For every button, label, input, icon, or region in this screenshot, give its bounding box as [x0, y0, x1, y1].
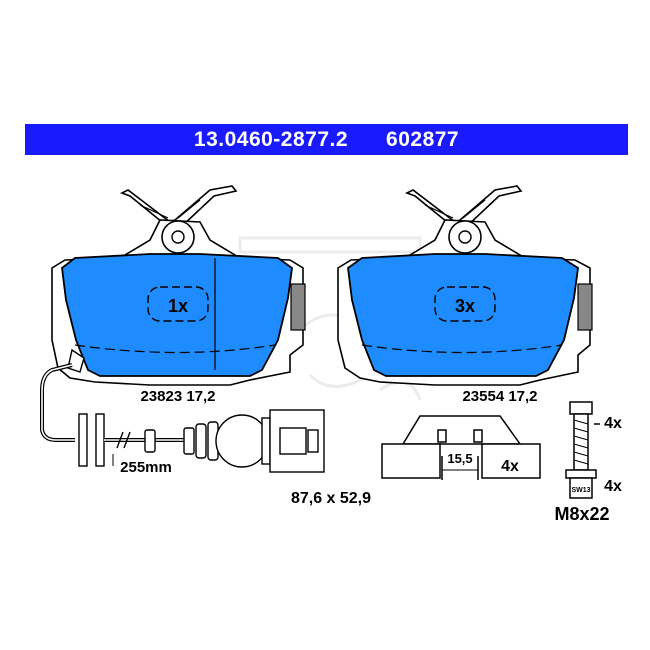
bolt-thread-label: M8x22	[554, 504, 609, 524]
retaining-clip	[381, 415, 541, 480]
bolt-qty-label: 4x	[604, 415, 622, 432]
friction-material-left	[61, 253, 293, 377]
sensor-length-label: 255mm	[120, 459, 172, 476]
pad-dimensions-label: 87,6 x 52,9	[291, 490, 371, 507]
reference-number: 602877	[386, 127, 460, 151]
pad-right-code-thickness: 23554 17,2	[462, 388, 537, 405]
guide-bolt	[565, 401, 600, 499]
brake-pad-left: 1x 23823 17,2	[51, 185, 306, 405]
brake-pad-right: 3x 23554 17,2	[337, 185, 593, 405]
clip-width-label: 15,5	[447, 451, 472, 466]
clip-qty-label: 4x	[501, 458, 519, 475]
friction-material-right	[347, 253, 579, 377]
pad-left-code-thickness: 23823 17,2	[140, 388, 215, 405]
wear-sensor	[40, 348, 325, 473]
part-number: 13.0460-2877.2	[193, 127, 349, 151]
bolt-wrench-size: SW13	[571, 487, 590, 494]
pad-left-qty: 1x	[168, 296, 188, 316]
bolt-qty-label-2: 4x	[604, 478, 622, 495]
title-bar: 13.0460-2877.2 602877	[25, 124, 628, 155]
pad-right-qty: 3x	[455, 296, 475, 316]
